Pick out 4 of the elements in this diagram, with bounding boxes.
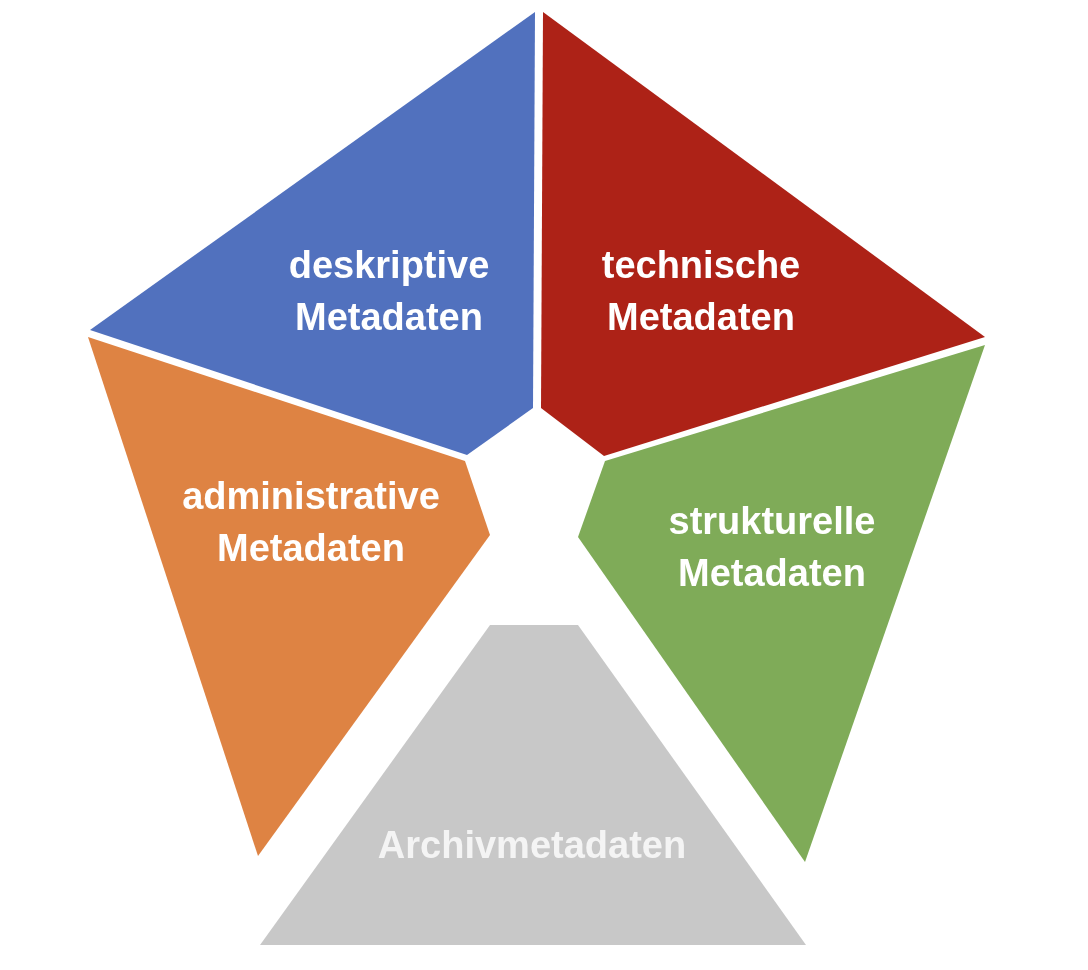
segment-label: technische Metadaten <box>600 243 802 340</box>
segment-label: administrative Metadaten <box>181 474 441 571</box>
segment-label: strukturelle Metadaten <box>667 499 877 596</box>
segment-label: deskriptive Metadaten <box>287 243 491 340</box>
